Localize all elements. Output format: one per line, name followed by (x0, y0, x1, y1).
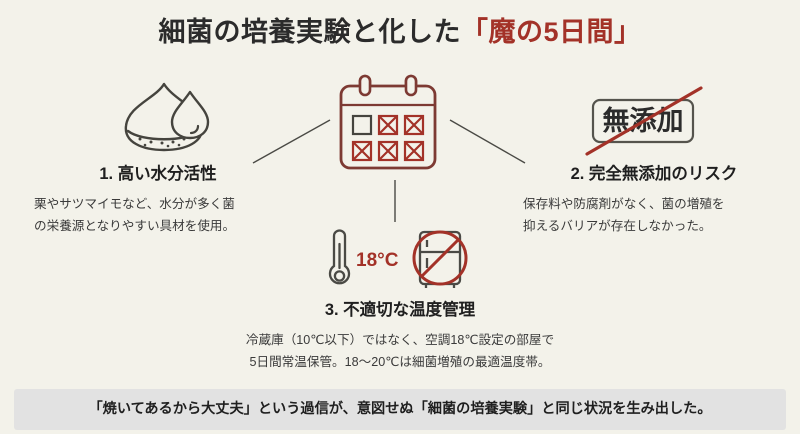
calendar-5-days-icon (327, 74, 449, 174)
page-title: 細菌の培養実験と化した「魔の5日間」 (0, 10, 800, 49)
thermometer-no-fridge-icon: 18°C (322, 228, 482, 290)
calendar-cell-marked (403, 140, 425, 162)
factor-3-body-line: 冷蔵庫（10℃以下）ではなく、空調18℃設定の部屋で (245, 333, 555, 347)
factor-3-heading: 3. 不適切な温度管理 (324, 301, 476, 319)
factor-1-body: 栗やサツマイモなど、水分が多く菌 の栄養源となりやすい具材を使用。 (34, 193, 282, 237)
factor-1-body-line: の栄養源となりやすい具材を使用。 (34, 219, 236, 234)
calendar-body (339, 84, 437, 170)
no-additive-badge (591, 98, 695, 144)
droplet-shine (189, 124, 200, 135)
no-additive-crossed-out-icon: 無添加 (573, 84, 713, 158)
calendar-cell-marked (403, 114, 425, 136)
prohibition-overlay (412, 230, 468, 286)
calendar-cell-marked (377, 140, 399, 162)
no-additive-strike-line (585, 86, 703, 156)
factor-2-body: 保存料や防腐剤がなく、菌の増殖を 抑えるバリアが存在しなかった。 (523, 193, 785, 237)
factor-2-heading: 2. 完全無添加のリスク (570, 165, 738, 183)
footer-banner (14, 389, 786, 430)
calendar-cell-marked (351, 140, 373, 162)
factor-1-body-line: 栗やサツマイモなど、水分が多く菌 (34, 197, 235, 211)
page-title-accent: 「魔の5日間」 (460, 17, 642, 47)
factor-block-1: 1. 高い水分活性 栗やサツマイモなど、水分が多く菌 の栄養源となりやすい具材を… (34, 160, 282, 237)
calendar-cell-marked (377, 114, 399, 136)
calendar-cell-empty (351, 114, 373, 136)
factor-1-heading: 1. 高い水分活性 (99, 165, 217, 183)
factor-block-2: 2. 完全無添加のリスク 保存料や防腐剤がなく、菌の増殖を 抑えるバリアが存在し… (523, 160, 785, 237)
factor-3-body: 冷蔵庫（10℃以下）ではなく、空調18℃設定の部屋で 5日間常温保管。18〜20… (198, 329, 602, 373)
footer-text: 「焼いてあるから大丈夫」という過信が、意図せぬ「細菌の培養実験」と同じ状況を生み… (88, 401, 712, 417)
thermometer-icon (328, 229, 351, 285)
connector-line-right (449, 119, 526, 164)
factor-2-body-line: 抑えるバリアが存在しなかった。 (523, 219, 712, 234)
factor-2-body-line: 保存料や防腐剤がなく、菌の増殖を (523, 197, 725, 211)
factor-block-3: 3. 不適切な温度管理 冷蔵庫（10℃以下）ではなく、空調18℃設定の部屋で 5… (198, 296, 602, 373)
connector-line-left (252, 119, 331, 164)
factor-3-body-line: 5日間常温保管。18〜20℃は細菌増殖の最適温度帯。 (249, 355, 551, 370)
water-droplet-chestnut-icon (112, 76, 220, 156)
temperature-label: 18°C (356, 250, 399, 271)
page-title-main: 細菌の培養実験と化した (158, 17, 461, 47)
